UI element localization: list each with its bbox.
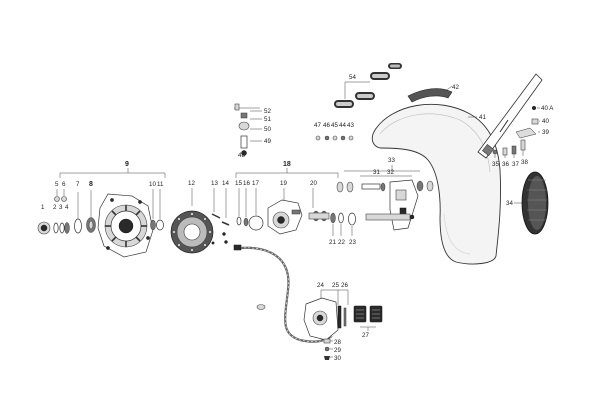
label-41: 41 bbox=[479, 114, 486, 121]
part-1-cap bbox=[37, 221, 51, 235]
label-5: 5 bbox=[55, 181, 59, 188]
parts-13-14-bolts bbox=[211, 188, 230, 245]
label-9: 9 bbox=[125, 161, 129, 168]
label-38: 38 bbox=[521, 159, 528, 166]
label-42: 42 bbox=[452, 84, 459, 91]
label-3: 3 bbox=[59, 204, 63, 211]
label-12: 12 bbox=[188, 180, 195, 187]
label-15: 15 bbox=[235, 180, 242, 187]
part-8-bearing bbox=[86, 217, 96, 233]
parts-43-47-fixings bbox=[315, 135, 354, 141]
part-12-brake-disc bbox=[170, 188, 214, 254]
label-43: 43 bbox=[347, 122, 354, 129]
label-1: 1 bbox=[41, 204, 45, 211]
lower-caliper-assembly bbox=[303, 289, 383, 360]
part-34-tyre bbox=[514, 171, 549, 235]
part-54-emblems bbox=[334, 63, 402, 108]
label-33: 33 bbox=[388, 157, 395, 164]
label-20: 20 bbox=[310, 180, 317, 187]
label-22: 22 bbox=[338, 239, 345, 246]
label-32: 32 bbox=[387, 169, 394, 176]
part-21-washer bbox=[330, 212, 336, 224]
label-21: 21 bbox=[329, 239, 336, 246]
label-10: 10 bbox=[149, 181, 156, 188]
label-31: 31 bbox=[373, 169, 380, 176]
part-23-ring bbox=[348, 212, 356, 226]
label-46: 46 bbox=[323, 122, 330, 129]
part-15-shim bbox=[236, 216, 242, 226]
label-39: 39 bbox=[542, 129, 549, 136]
label-44: 44 bbox=[339, 122, 346, 129]
part-5-bolt bbox=[54, 196, 60, 202]
label-54: 54 bbox=[349, 74, 356, 81]
label-26: 26 bbox=[341, 282, 348, 289]
part-16-washer bbox=[243, 217, 249, 227]
brake-hose bbox=[233, 244, 333, 343]
part-29-clip bbox=[324, 346, 330, 352]
part-6-bolt bbox=[61, 196, 67, 202]
part-7-ring bbox=[74, 218, 82, 234]
part-42-trim bbox=[407, 85, 453, 103]
label-51: 51 bbox=[264, 116, 271, 123]
part-27-brake-pads bbox=[353, 305, 383, 331]
label-16: 16 bbox=[243, 180, 250, 187]
part-28-pin bbox=[323, 338, 331, 344]
label-13: 13 bbox=[211, 180, 218, 187]
part-11-spacer bbox=[156, 219, 164, 231]
label-14: 14 bbox=[222, 180, 229, 187]
part-19-caliper bbox=[267, 188, 303, 235]
label-30: 30 bbox=[334, 355, 341, 362]
label-48: 48 bbox=[238, 152, 245, 159]
label-8: 8 bbox=[89, 181, 93, 188]
label-49: 49 bbox=[264, 138, 271, 145]
label-50: 50 bbox=[264, 126, 271, 133]
label-6: 6 bbox=[62, 181, 66, 188]
label-34: 34 bbox=[506, 200, 513, 207]
label-11: 11 bbox=[157, 181, 164, 188]
label-29: 29 bbox=[334, 347, 341, 354]
label-17: 17 bbox=[252, 180, 259, 187]
label-2: 2 bbox=[53, 204, 57, 211]
axle-assembly bbox=[336, 165, 434, 231]
label-18: 18 bbox=[283, 161, 291, 168]
label-35: 35 bbox=[492, 161, 499, 168]
label-25: 25 bbox=[332, 282, 339, 289]
part-17-oring bbox=[248, 215, 264, 231]
part-20-bolt bbox=[308, 188, 330, 222]
label-36: 36 bbox=[502, 161, 509, 168]
label-45: 45 bbox=[331, 122, 338, 129]
hub-housing bbox=[97, 193, 154, 258]
part-10-seal bbox=[150, 219, 156, 231]
label-19: 19 bbox=[280, 180, 287, 187]
part-3-washer bbox=[59, 222, 65, 234]
label-7: 7 bbox=[76, 181, 80, 188]
fork-stanchion bbox=[477, 73, 543, 159]
part-4-washer bbox=[64, 222, 70, 234]
label-52: 52 bbox=[264, 108, 271, 115]
hub-assembly bbox=[37, 168, 166, 258]
label-28: 28 bbox=[334, 339, 341, 346]
part-2-washer bbox=[53, 222, 59, 234]
label-24: 24 bbox=[317, 282, 324, 289]
parts-35-38 bbox=[492, 139, 526, 158]
label-4: 4 bbox=[65, 204, 69, 211]
part-30-screw bbox=[324, 356, 330, 360]
part-22-spacer bbox=[338, 212, 344, 224]
label-47: 47 bbox=[314, 122, 321, 129]
callout-labels: 1 2 3 4 5 6 7 8 9 10 11 12 13 14 15 16 1… bbox=[41, 74, 554, 362]
label-27: 27 bbox=[362, 332, 369, 339]
parts-48-52-studs bbox=[234, 103, 262, 156]
label-40: 40 bbox=[542, 118, 549, 125]
label-40a: 40 A bbox=[541, 105, 554, 112]
parts-39-40 bbox=[515, 105, 540, 139]
label-23: 23 bbox=[349, 239, 356, 246]
label-37: 37 bbox=[512, 161, 519, 168]
